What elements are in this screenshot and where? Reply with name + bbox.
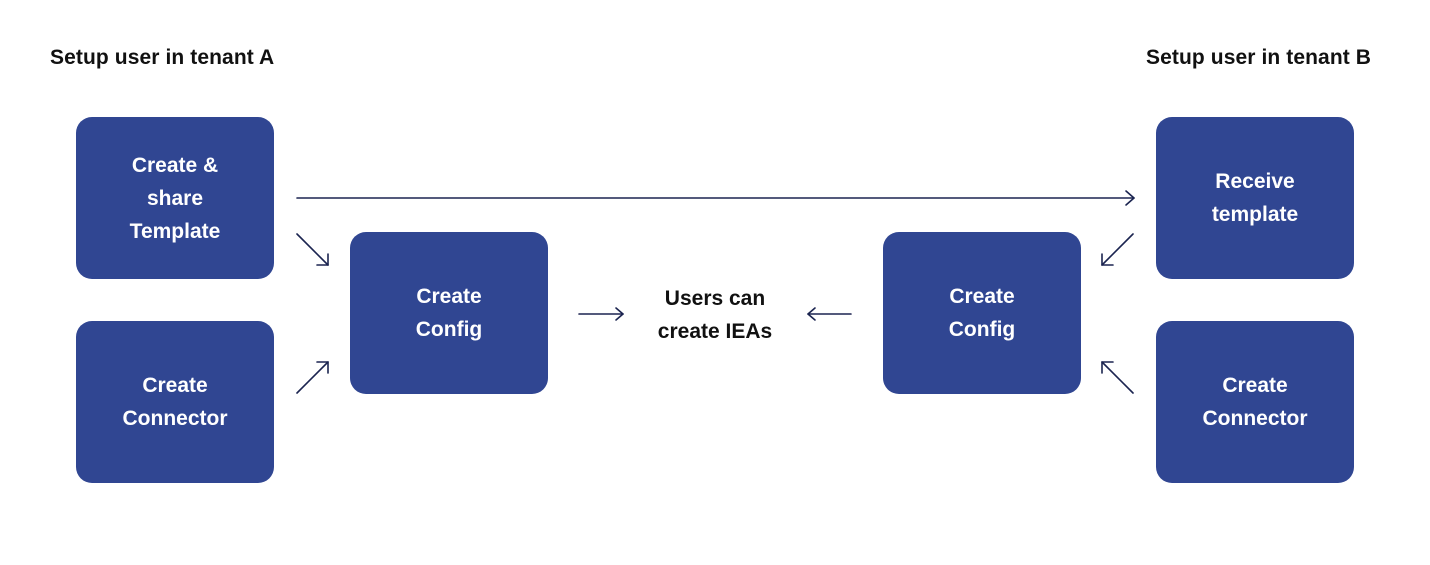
create-config-a-box: Create Config <box>350 232 548 394</box>
box-label-line: template <box>1211 203 1299 226</box>
users-can-create-ieas-label: Users can create IEAs <box>615 282 815 348</box>
center-label-line: create IEAs <box>657 320 773 343</box>
config-b-to-users-arrow <box>807 307 852 321</box>
receive-to-config-b-arrow <box>1101 233 1134 266</box>
config-a-to-users-arrow <box>578 307 624 321</box>
connector-a-to-config-a-arrow <box>296 361 329 394</box>
box-label-line: share <box>146 186 204 210</box>
tenant-a-heading: Setup user in tenant A <box>50 46 275 69</box>
box-label-line: Template <box>129 219 221 243</box>
center-label-line: Users can <box>664 287 766 310</box>
create-connector-b-box: Create Connector <box>1156 321 1354 483</box>
create-config-b-box: Create Config <box>883 232 1081 394</box>
create-share-template-box: Create & share Template <box>76 117 274 279</box>
receive-template-box: Receive template <box>1156 117 1354 279</box>
share-to-receive-arrow <box>296 190 1135 206</box>
share-to-config-a-arrow <box>296 233 329 266</box>
tenant-b-heading: Setup user in tenant B <box>1146 46 1372 69</box>
box-label-line: Create <box>416 285 482 308</box>
box-label-line: Create & <box>131 153 219 177</box>
box-label-line: Create <box>949 285 1015 308</box>
connector-b-to-config-b-arrow <box>1101 361 1134 394</box>
box-label-line: Connector <box>122 407 228 430</box>
box-label-line: Config <box>415 318 483 341</box>
create-connector-a-box: Create Connector <box>76 321 274 483</box>
box-label-line: Create <box>1222 374 1288 397</box>
box-label-line: Receive <box>1215 170 1295 193</box>
box-label-line: Connector <box>1202 407 1308 430</box>
box-label-line: Config <box>948 318 1016 341</box>
box-label-line: Create <box>142 374 208 397</box>
